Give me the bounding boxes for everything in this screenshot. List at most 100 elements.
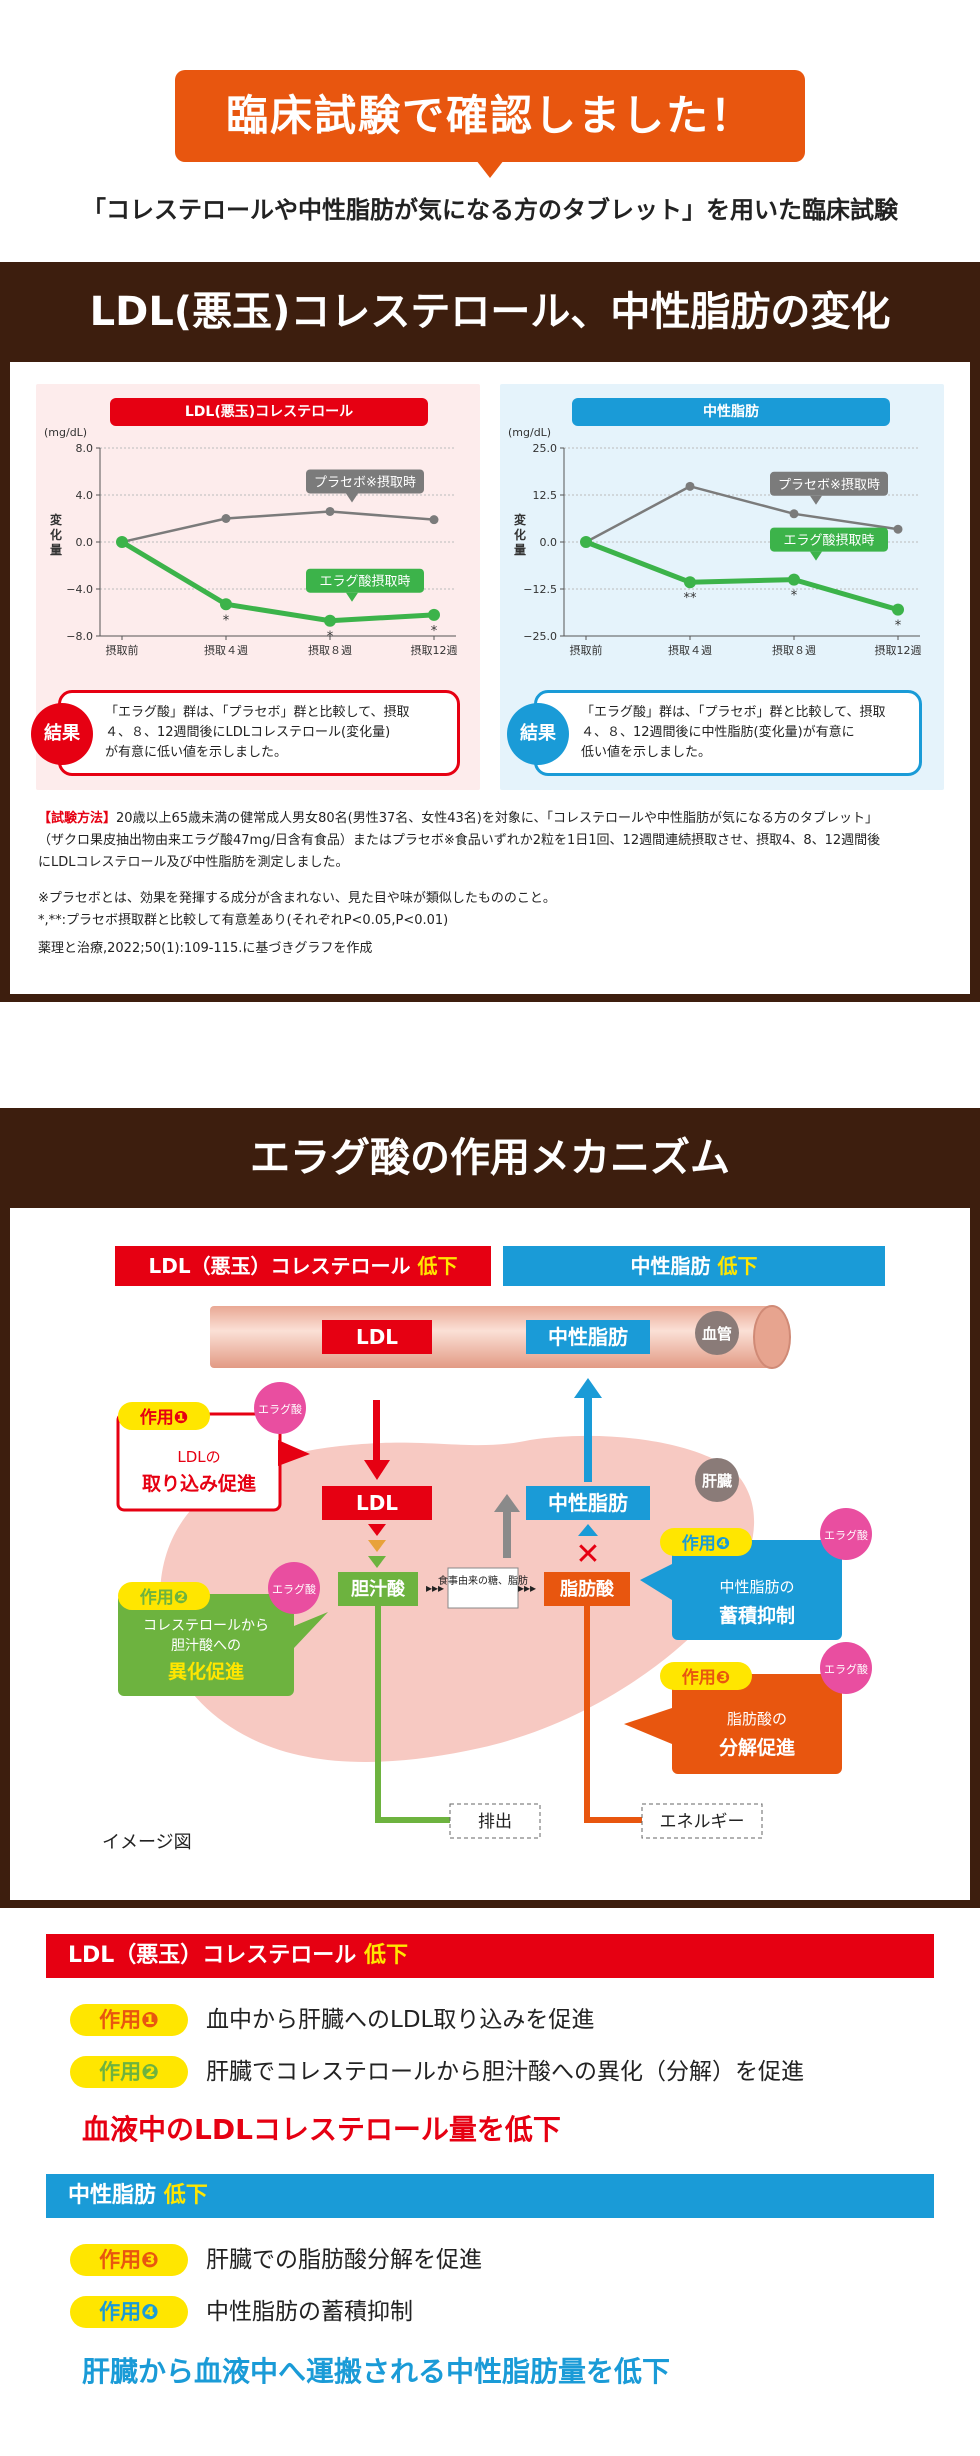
- fatty-acid-box: [544, 1572, 630, 1606]
- svg-text:分解促進: 分解促進: [719, 1736, 795, 1759]
- svg-text:血管: 血管: [702, 1325, 732, 1343]
- svg-text:胆汁酸への: 胆汁酸への: [171, 1638, 241, 1654]
- data-point: [892, 603, 904, 616]
- significance-mark: **: [684, 591, 698, 606]
- summary-tg-header: 中性脂肪 低下: [46, 2174, 934, 2218]
- svg-text:▸▸▸: ▸▸▸: [518, 1581, 536, 1595]
- data-point: [116, 536, 128, 548]
- x-tick-label: 摂取８週: [772, 643, 816, 657]
- legend-pointer: [346, 493, 358, 503]
- x-tick-label: 摂取４週: [668, 643, 712, 657]
- tg-chart-title: 中性脂肪: [572, 398, 890, 426]
- y-tick-label: 12.5: [533, 489, 558, 502]
- reference: 薬理と治療,2022;50(1):109-115.に基づきグラフを作成: [38, 941, 373, 956]
- trial-subtitle: 「コレステロールや中性脂肪が気になる方のタブレット」を用いた臨床試験: [82, 196, 898, 224]
- series-line-1: [120, 539, 435, 624]
- y-tick-label: 4.0: [76, 489, 94, 502]
- legend-ellagic-label: エラグ酸摂取時: [783, 533, 874, 549]
- method-text: 【試験方法】20歳以上65歳未満の健常成人男女80名(男性37名、女性43名)を…: [38, 811, 881, 870]
- energy-box: [641, 1803, 763, 1839]
- liver-label-badge: [695, 1458, 739, 1502]
- data-point: [580, 536, 592, 548]
- legend-ellagic: [770, 527, 888, 552]
- bile-acid-box: [338, 1572, 418, 1606]
- svg-text:胆汁酸: 胆汁酸: [350, 1578, 406, 1600]
- ldl-vessel-box: [322, 1320, 432, 1354]
- series-line-0: [121, 510, 435, 544]
- svg-text:エラグ酸: エラグ酸: [258, 1402, 302, 1416]
- summary-ldl-header: LDL（悪玉）コレステロール 低下: [46, 1934, 934, 1978]
- tg-liver-box: [526, 1486, 650, 1520]
- y-tick-label: −8.0: [66, 630, 93, 643]
- svg-text:コレステロールから: コレステロールから: [143, 1618, 269, 1634]
- blood-vessel: [210, 1306, 770, 1368]
- y-tick-label: 0.0: [540, 536, 558, 549]
- banner-pointer: [476, 160, 504, 178]
- data-point: [221, 514, 231, 523]
- y-tick-label: 8.0: [76, 442, 94, 455]
- y-axis-label: 変: [50, 512, 63, 527]
- ldl-chart-title: LDL(悪玉)コレステロール: [110, 398, 428, 426]
- data-point: [220, 598, 232, 611]
- legend-placebo-label: プラセボ※摂取時: [778, 477, 880, 493]
- y-axis-label: 量: [514, 543, 526, 557]
- significance-mark: *: [223, 613, 230, 628]
- action4-box: [672, 1540, 842, 1640]
- svg-text:蓄積抑制: 蓄積抑制: [719, 1604, 795, 1627]
- y-axis-label: 化: [50, 527, 62, 542]
- svg-text:異化促進: 異化促進: [168, 1660, 244, 1683]
- x-tick-label: 摂取前: [106, 643, 139, 657]
- tg-result-badge: 結果: [507, 703, 569, 765]
- svg-text:中性脂肪: 中性脂肪: [548, 1325, 628, 1349]
- ldl-down-header: [115, 1246, 491, 1286]
- action2-box: [118, 1594, 294, 1696]
- svg-text:エネルギー: エネルギー: [660, 1812, 745, 1832]
- svg-text:脂肪酸の: 脂肪酸の: [727, 1710, 787, 1728]
- data-point: [684, 576, 696, 589]
- y-tick-label: 25.0: [533, 442, 558, 455]
- svg-text:肝臓: 肝臓: [702, 1472, 732, 1490]
- legend-placebo: [770, 471, 888, 496]
- legend-pointer: [810, 551, 822, 561]
- data-point: [428, 608, 440, 621]
- footnotes: ※プラセボとは、効果を発揮する成分が含まれない、見た目や味が類似したもののこと。…: [38, 891, 556, 928]
- svg-text:▸▸▸: ▸▸▸: [426, 1581, 444, 1595]
- section1-title: LDL(悪玉)コレステロール、中性脂肪の変化: [0, 262, 980, 362]
- vessel-label-badge: [695, 1311, 739, 1355]
- y-axis-label: 変: [514, 512, 527, 527]
- headline-banner: 臨床試験で確認しました！: [175, 70, 805, 162]
- legend-placebo-label: プラセボ※摂取時: [314, 474, 416, 490]
- data-point: [685, 481, 695, 491]
- data-point: [429, 515, 439, 525]
- ldl-chart: (mg/dL)変化量8.04.00.0−4.0−8.0摂取前摂取４週摂取８週摂取…: [44, 426, 458, 657]
- legend-placebo: [306, 469, 424, 494]
- legend-pointer: [810, 495, 822, 505]
- data-point: [789, 509, 799, 519]
- series-line-1: [585, 539, 899, 613]
- tg-vessel-box: [526, 1320, 650, 1354]
- svg-text:イメージ図: イメージ図: [102, 1832, 192, 1853]
- mechanism-diagram: LDL（悪玉）コレステロール 低下 中性脂肪 低下 血管 肝臓 LDL 中性脂肪…: [102, 1246, 885, 1853]
- x-tick-label: 摂取８週: [308, 643, 352, 657]
- ldl-liver-box: [322, 1486, 432, 1520]
- y-tick-label: −12.5: [523, 583, 557, 596]
- svg-text:脂肪酸: 脂肪酸: [560, 1578, 615, 1600]
- x-tick-label: 摂取12週: [875, 643, 922, 657]
- svg-text:エラグ酸: エラグ酸: [272, 1582, 316, 1596]
- x-tick-label: 摂取前: [570, 643, 603, 657]
- summary-ldl-result: 血液中のLDLコレステロール量を低下: [82, 2113, 561, 2146]
- svg-text:LDLの: LDLの: [177, 1448, 220, 1466]
- data-point: [893, 524, 903, 534]
- svg-text:作用❷: 作用❷: [140, 1587, 188, 1608]
- svg-text:LDL: LDL: [356, 1491, 398, 1515]
- legend-ellagic-label: エラグ酸摂取時: [319, 574, 410, 590]
- legend-ellagic: [306, 568, 424, 593]
- series-line-0: [585, 485, 899, 544]
- food-box: [447, 1567, 519, 1609]
- legend-pointer: [346, 592, 358, 602]
- svg-text:取り込み促進: 取り込み促進: [142, 1472, 256, 1495]
